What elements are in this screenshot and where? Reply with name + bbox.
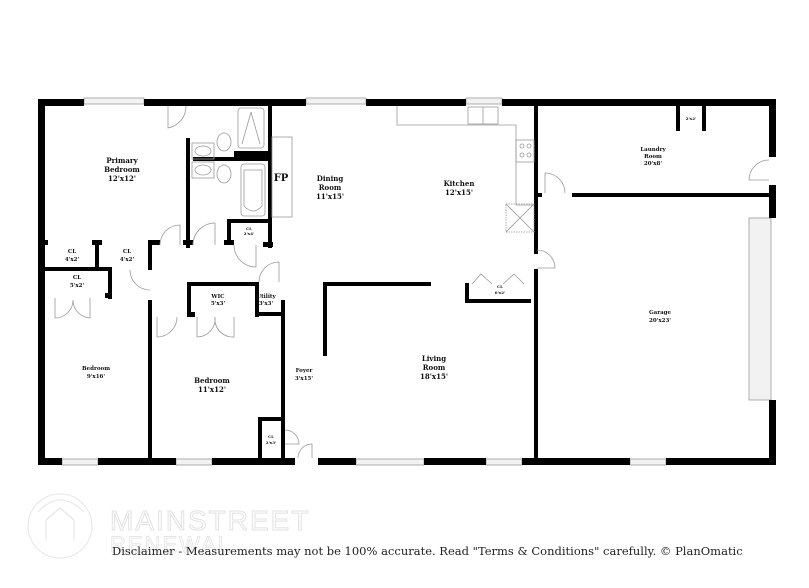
mainstreet-logo: MAINSTREET RENEWAL (27, 493, 310, 559)
room-label-text: 11'x15' (316, 192, 344, 201)
room-foyer-closet: CL 2'x3' (266, 434, 276, 445)
house-circle-icon (27, 493, 93, 559)
fireplace (271, 136, 293, 218)
room-label-text: CL (73, 275, 81, 281)
room-label-text: Living (422, 354, 446, 363)
room-label-text: CL (123, 249, 131, 255)
room-label-text: 3'x3' (259, 301, 274, 307)
room-label-text: 2'x3' (266, 440, 276, 445)
room-closet-3: CL 5'x2' (70, 275, 85, 289)
room-label-text: Bedroom (194, 376, 230, 385)
room-label-text: Dining (317, 174, 344, 183)
room-label-text: 5'x2' (70, 283, 85, 289)
room-bedroom-3: Bedroom 11'x12' (194, 376, 230, 394)
room-dining-room: Dining Room 11'x15' (316, 174, 344, 201)
windows (61, 97, 772, 466)
fixtures (191, 106, 535, 233)
room-label-text: 20'x8' (644, 161, 662, 167)
room-label-text: Primary (106, 156, 138, 165)
logo-sub-text: RENEWAL (110, 532, 232, 557)
disclaimer-text: Disclaimer - Measurements may not be 100… (112, 544, 743, 558)
room-laundry-closet: 2'x2' (686, 116, 696, 121)
garage-door (748, 217, 772, 401)
refrigerator-icon (505, 203, 535, 233)
room-label-text: 18'x15' (420, 372, 448, 381)
room-kitchen: Kitchen 12'x15' (444, 179, 475, 197)
toilet-icon (216, 132, 232, 152)
room-labels: Primary Bedroom 12'x12' Dining Room 11'x… (65, 116, 696, 445)
room-label-text: Bedroom (82, 366, 110, 372)
room-living-closet: CL 6'x2' (495, 284, 505, 295)
logo-main-text: MAINSTREET (110, 505, 310, 536)
room-label-text: Room (319, 183, 342, 192)
room-label-text: 4'x2' (65, 257, 80, 263)
room-label-text: 9'x16' (87, 374, 105, 380)
room-label-text: Room (423, 363, 446, 372)
room-label-text: CL (246, 226, 252, 231)
room-closet-1: CL 4'x2' (65, 249, 80, 263)
room-label-text: 4'x2' (120, 257, 135, 263)
room-label-text: 3'x15' (295, 376, 313, 382)
room-wic: WIC 5'x3' (210, 294, 225, 307)
room-label-text: Kitchen (444, 179, 475, 188)
room-primary-bedroom: Primary Bedroom 12'x12' (104, 156, 140, 183)
room-label-text: Room (644, 154, 662, 160)
room-label-text: 2'x4' (244, 231, 254, 236)
room-label-text: 20'x23' (649, 318, 671, 324)
bathtub-icon (240, 163, 266, 217)
stove-icon (515, 139, 535, 163)
room-bath-closet: CL 2'x4' (244, 226, 254, 236)
room-label-text: Laundry (640, 147, 666, 153)
room-closet-2: CL 4'x2' (120, 249, 135, 263)
kitchen-counter (396, 106, 534, 206)
fireplace-label: FP (274, 173, 289, 184)
room-label-text: 12'x15' (445, 188, 473, 197)
doors (54, 105, 770, 459)
room-label-text: Utility (256, 294, 276, 300)
sink-icon (191, 142, 215, 160)
room-label-text: CL (497, 284, 503, 289)
room-label-text: CL (268, 434, 274, 439)
room-bedroom-2: Bedroom 9'x16' (82, 366, 110, 380)
room-laundry: Laundry Room 20'x8' (640, 147, 666, 167)
room-utility: Utility 3'x3' (256, 294, 276, 307)
room-label-text: 11'x12' (198, 385, 226, 394)
room-label-text: 5'x3' (211, 301, 226, 307)
room-label-text: 6'x2' (495, 290, 505, 295)
room-living-room: Living Room 18'x15' (420, 354, 448, 381)
room-garage: Garage 20'x23' (649, 310, 672, 324)
exterior-walls (38, 99, 776, 465)
room-label-text: Garage (649, 310, 672, 316)
room-foyer: Foyer 3'x15' (295, 368, 313, 382)
interior-walls (38, 106, 776, 465)
room-label-text: Foyer (296, 368, 313, 374)
shower-icon (237, 107, 265, 149)
room-label-text: Bedroom (104, 165, 140, 174)
room-label-text: WIC (210, 294, 225, 300)
toilet-icon (216, 164, 232, 184)
sink-icon (191, 161, 215, 179)
room-label-text: 12'x12' (108, 174, 136, 183)
room-label-text: CL (68, 249, 76, 255)
